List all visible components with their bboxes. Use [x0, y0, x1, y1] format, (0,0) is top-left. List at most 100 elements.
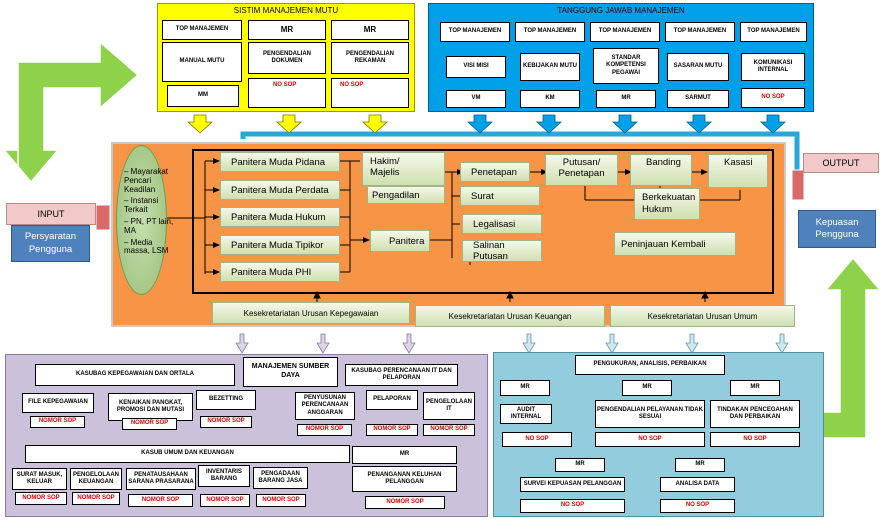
- smm-pengendalian-dokumen: PENGENDALIAN DOKUMEN: [248, 42, 326, 74]
- hakim-majelis: Hakim/ Majelis: [362, 152, 445, 186]
- msd-nomor-sop-9: NOMOR SOP: [128, 494, 193, 507]
- panitera-muda-pidana: Panitera Muda Pidana: [220, 152, 340, 172]
- msd-title: MANAJEMEN SUMBER DAYA: [243, 357, 338, 387]
- msd-kasubag-kepegawaian: KASUBAG KEPEGAWAIAN DAN ORTALA: [35, 364, 235, 386]
- msd-nomor-sop-2: NOMOR SOP: [122, 418, 177, 430]
- msd-nomor-sop-1: NOMOR SOP: [30, 416, 85, 428]
- msd-pengelolaan-it: PENGELOLAAN IT: [423, 392, 475, 420]
- smm-top-manajemen: TOP MANAJEMEN: [162, 20, 242, 40]
- pap-no-sop-4: NO SOP: [520, 499, 625, 513]
- tjm-no-sop: NO SOP: [741, 88, 805, 108]
- tjm-title: Tanggung Jawab Manajemen: [557, 6, 685, 15]
- msd-inventaris: INVENTARIS BARANG: [198, 465, 250, 487]
- smm-mr-2: MR: [331, 20, 409, 40]
- pap-no-sop-1: NO SOP: [502, 432, 572, 447]
- tjm-komunikasi-internal: KOMUNIKASI INTERNAL: [741, 53, 805, 81]
- tjm-top-manajemen-4: TOP MANAJEMEN: [665, 22, 735, 42]
- green-bent-arrow-topleft: [2, 40, 140, 185]
- pap-tindakan: TINDAKAN PENCEGAHAN DAN PERBAIKAN: [710, 400, 800, 428]
- msd-kenaikan-pangkat: KENAIKAN PANGKAT, PROMOSI DAN MUTASI: [108, 393, 193, 421]
- input-connector: [95, 204, 111, 231]
- msd-mr: MR: [352, 446, 457, 464]
- stakeholder-ellipse: [116, 145, 167, 295]
- tjm-top-manajemen-3: TOP MANAJEMEN: [590, 22, 660, 42]
- msd-penanganan-keluhan: PENANGANAN KELUHAN PELANGGAN: [352, 466, 457, 492]
- putusan-penetapan-label: Putusan/ Penetapan: [558, 157, 605, 180]
- support-keuangan: Kesekretariatan Urusan Keuangan: [415, 305, 605, 327]
- stakeholder-label: Mayarakat Pencari Keadilan: [124, 167, 169, 194]
- banding: Banding: [630, 154, 692, 186]
- stakeholder-list: – Mayarakat Pencari Keadilan – Instansi …: [124, 167, 174, 256]
- msd-kasubag-perencanaan: KASUBAG PERENCANAAN IT DAN PELAPORAN: [345, 364, 458, 386]
- msd-pengelolaan-keuangan: PENGELOLAAN KEUANGAN: [70, 468, 122, 490]
- berkekuatan-hukum-label: Berkekuatan Hukum: [642, 191, 696, 215]
- pap-no-sop-3: NO SOP: [710, 432, 800, 447]
- msd-nomor-sop-3: NOMOR SOP: [200, 416, 252, 428]
- pap-survei: SURVEI KEPUASAN PELANGGAN: [520, 477, 625, 492]
- output-connector: [791, 169, 805, 201]
- msd-nomor-sop-10: NOMOR SOP: [200, 494, 250, 507]
- smm-no-sop-1: NO SOP: [248, 78, 326, 108]
- smm-manual-mutu: MANUAL MUTU: [162, 42, 242, 82]
- surat: Surat: [460, 186, 540, 206]
- kepuasan-pengguna: Kepuasan Pengguna: [798, 210, 876, 248]
- stakeholder-label: PN, PT lain, MA: [124, 216, 174, 235]
- putusan-penetapan: Putusan/ Penetapan: [545, 154, 618, 186]
- process-frame: [192, 149, 774, 294]
- panitera-muda-perdata: Panitera Muda Perdata: [220, 180, 340, 200]
- pap-mr-5: MR: [675, 458, 725, 472]
- pap-mr-3: MR: [730, 380, 780, 396]
- stakeholder-item: – Mayarakat Pencari Keadilan: [124, 167, 169, 194]
- tjm-km: KM: [520, 90, 580, 108]
- msd-nomor-sop-11: NOMOR SOP: [256, 494, 306, 507]
- peninjauan-kembali: Peninjauan Kembali: [614, 232, 736, 256]
- stakeholder-item: – Instansi Terkait: [124, 196, 159, 215]
- persyaratan-pengguna: Persyaratan Pengguna: [11, 225, 90, 262]
- tjm-mr: MR: [596, 90, 656, 108]
- msd-pelaporan: PELAPORAN: [366, 390, 418, 410]
- pap-title: PENGUKURAN, ANALISIS, PERBAIKAN: [575, 355, 725, 375]
- pap-audit-internal: AUDIT INTERNAL: [500, 404, 552, 424]
- smm-mm: MM: [167, 85, 239, 107]
- pap-no-sop-5: NO SOP: [660, 499, 735, 513]
- msd-file-kepegawaian: FILE KEPEGAWAIAN: [22, 393, 94, 413]
- legalisasi: Legalisasi: [462, 214, 542, 234]
- stakeholder-item: – PN, PT lain, MA: [124, 216, 174, 235]
- panitera-muda-tipikor: Panitera Muda Tipikor: [220, 235, 340, 255]
- tjm-sarmut: SARMUT: [667, 90, 729, 108]
- pap-mr-2: MR: [622, 380, 672, 396]
- smm-no-sop-2: NO SOP: [331, 78, 409, 108]
- input-label: INPUT: [6, 203, 96, 225]
- pap-pengendalian: PENGENDALIAN PELAYANAN TIDAK SESUAI: [595, 400, 705, 428]
- msd-nomor-sop-4: NOMOR SOP: [297, 424, 352, 436]
- berkekuatan-hukum: Berkekuatan Hukum: [634, 188, 700, 220]
- tjm-top-manajemen-2: TOP MANAJEMEN: [515, 22, 585, 42]
- tjm-kebijakan-mutu: KEBIJAKAN MUTU: [520, 53, 580, 81]
- msd-nomor-sop-8: NOMOR SOP: [72, 492, 120, 505]
- pap-analisa-data: ANALISA DATA: [660, 477, 735, 492]
- output-label: OUTPUT: [803, 153, 879, 173]
- tjm-vm: VM: [446, 90, 506, 108]
- msd-nomor-sop-12: NOMOR SOP: [365, 496, 445, 509]
- msd-surat-masuk: SURAT MASUK, KELUAR: [12, 468, 67, 490]
- tjm-top-manajemen-1: TOP MANAJEMEN: [440, 22, 510, 42]
- msd-penatausahaan: PENATAUSAHAAN SARANA PRASARANA: [126, 468, 196, 490]
- penetapan: Penetapan: [460, 162, 530, 182]
- msd-pengadaan: PENGADAAN BARANG JASA: [253, 467, 308, 489]
- stakeholder-label: Media massa, LSM: [124, 237, 169, 256]
- msd-kasub-umum: KASUB UMUM DAN KEUANGAN: [25, 445, 350, 463]
- feedback-loop-line: [240, 131, 800, 170]
- tjm-top-manajemen-5: TOP MANAJEMEN: [740, 22, 807, 42]
- msd-nomor-sop-6: NOMOR SOP: [423, 424, 475, 436]
- tjm-sasaran-mutu: SASARAN MUTU: [667, 53, 729, 81]
- panitera: Panitera: [370, 230, 430, 252]
- smm-mr-1: MR: [248, 20, 326, 40]
- stakeholder-item: – Media massa, LSM: [124, 237, 169, 256]
- msd-nomor-sop-5: NOMOR SOP: [366, 424, 418, 436]
- tjm-visi-misi: VISI MISI: [446, 56, 506, 78]
- pap-mr-4: MR: [555, 458, 605, 472]
- support-kepegawaian: Kesekretariatan Urusan Kepegawaian: [212, 302, 410, 324]
- salinan-putusan: Salinan Putusan: [462, 240, 542, 262]
- panitera-muda-hukum: Panitera Muda Hukum: [220, 207, 340, 227]
- tjm-standar-kompetensi: STANDAR KOMPETENSI PEGAWAI: [593, 48, 659, 84]
